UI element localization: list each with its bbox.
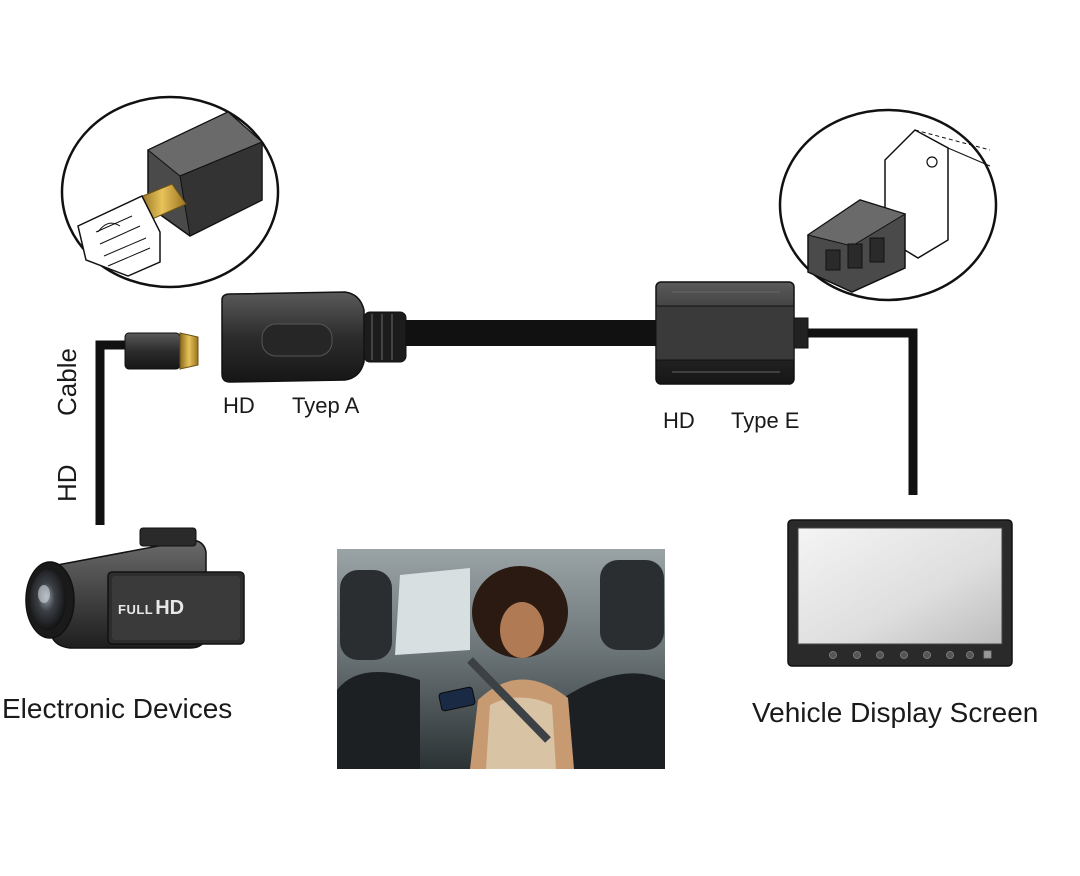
camcorder-badge-hd: HD — [155, 597, 185, 619]
right-connector-zoom — [778, 108, 998, 302]
car-interior-photo — [337, 549, 665, 769]
hd-label-right: HD — [663, 408, 695, 433]
left-connector-zoom — [60, 95, 280, 289]
type-e-adapter — [655, 281, 809, 385]
vehicle-display-label: Vehicle Display Screen — [752, 697, 1039, 728]
cable-paths — [95, 320, 918, 525]
camcorder — [25, 527, 245, 649]
hd-label-left: HD — [223, 393, 255, 418]
type-e-label: Type E — [731, 408, 800, 433]
electronic-devices-label: Electronic Devices — [2, 693, 233, 724]
camcorder-badge-full: FULL — [118, 602, 154, 617]
hdmi-plug — [124, 332, 199, 370]
vehicle-monitor — [787, 519, 1013, 667]
type-a-adapter — [221, 291, 407, 383]
type-a-label: Tyep A — [292, 393, 360, 418]
cable-vertical-label: Cable — [52, 348, 82, 416]
hd-vertical-label: HD — [52, 464, 82, 502]
